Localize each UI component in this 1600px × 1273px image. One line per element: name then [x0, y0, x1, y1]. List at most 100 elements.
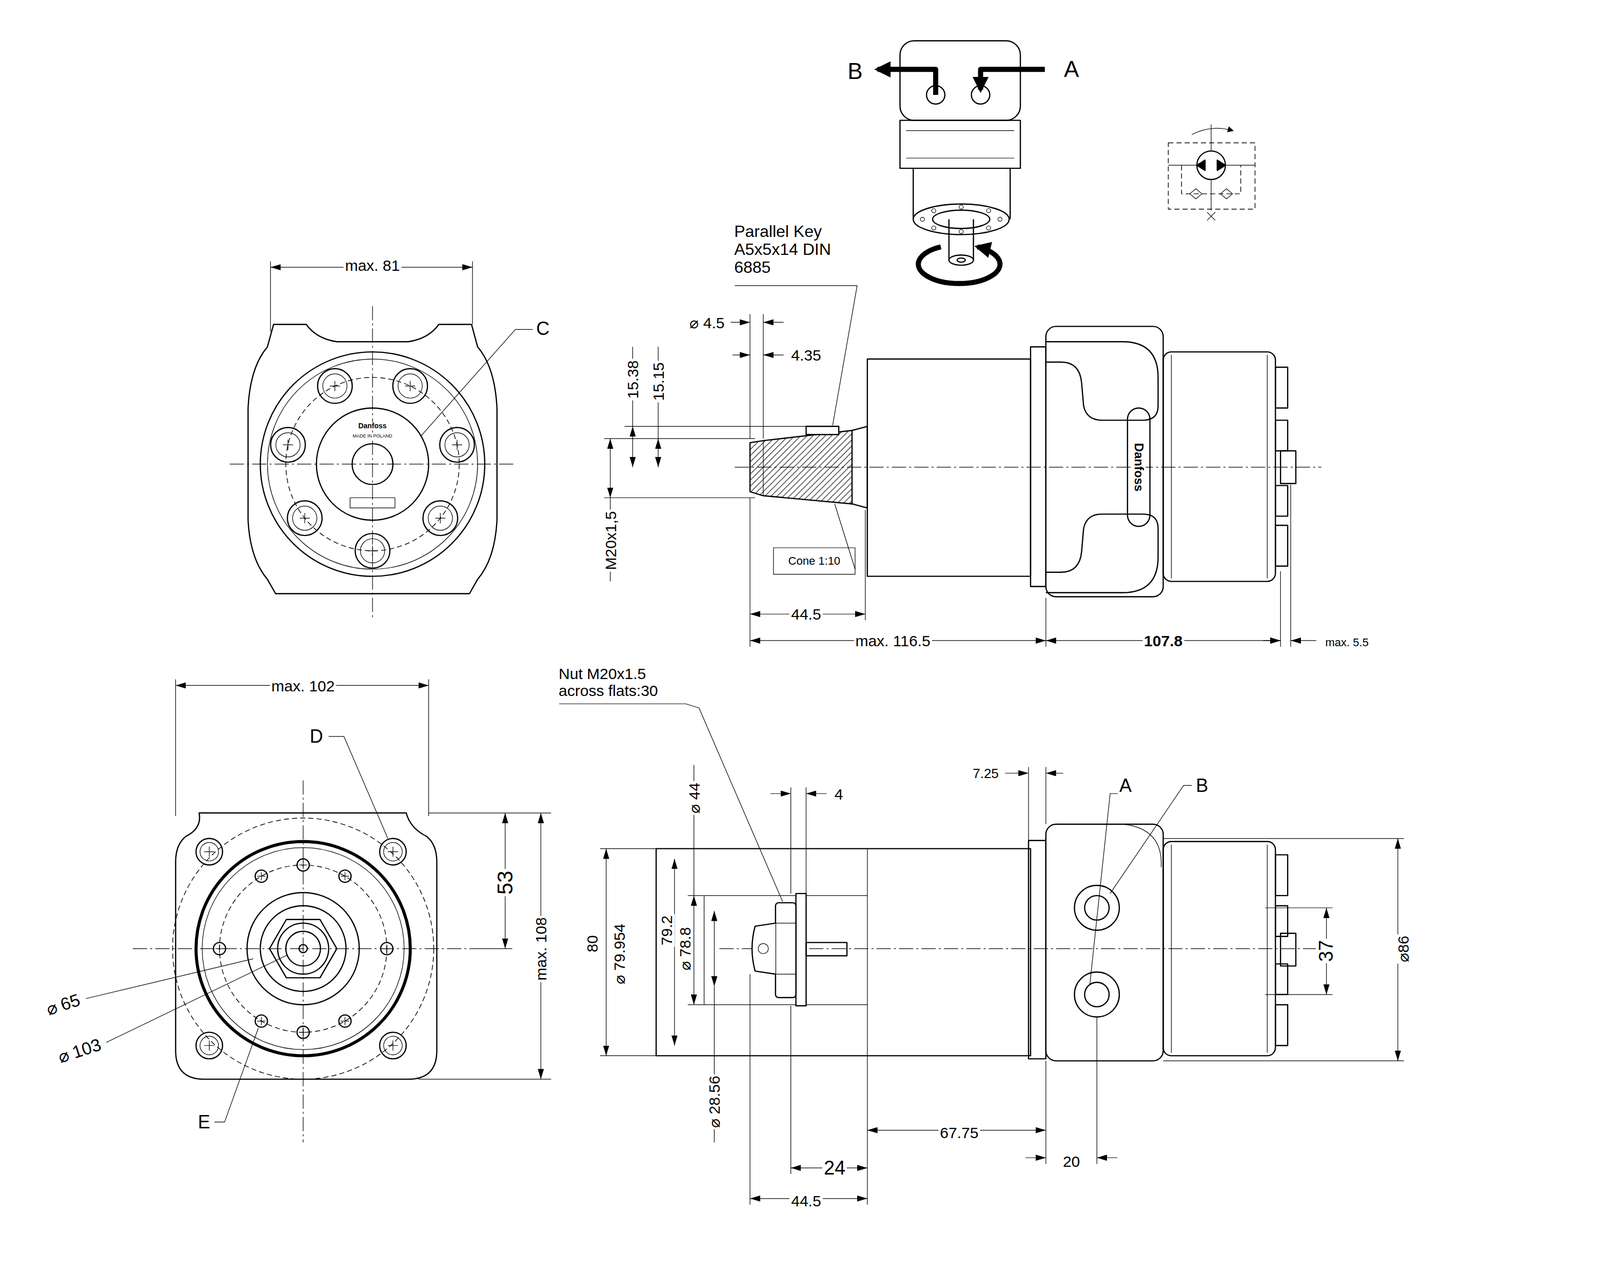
brand-logo: Danfoss: [356, 422, 388, 431]
bolt-head: [287, 500, 323, 536]
flange-hole: [341, 872, 350, 881]
dimension-line: [632, 426, 634, 468]
bolt-head: [317, 368, 353, 404]
side-view-bottom: [1122, 824, 1162, 868]
extension-line: [1045, 767, 1046, 825]
dimension: 37: [1315, 938, 1338, 964]
extension-line: [749, 314, 750, 440]
extension-line: [762, 314, 764, 440]
end-view: [229, 306, 533, 618]
flange-hole: [382, 944, 391, 954]
bolt-head: [383, 842, 403, 862]
iso-flange-hole: [986, 225, 991, 230]
motor-iso-view: [877, 69, 936, 95]
flange-hole: [215, 944, 224, 954]
bolt-head: [195, 838, 223, 866]
side-view-bottom: [1084, 982, 1110, 1007]
extension-line: [418, 1079, 552, 1080]
dimension: 4: [833, 785, 845, 803]
side-view-bottom: [752, 923, 776, 975]
extension-line: [600, 1055, 657, 1057]
bolt-head: [428, 506, 453, 531]
dimension-line: [1025, 1157, 1046, 1159]
extension-line: [864, 509, 866, 621]
bolt-head: [204, 846, 215, 858]
side-view-bottom: [719, 948, 1321, 950]
bolt-head: [270, 427, 306, 463]
dimension: ⌀ 4.5: [687, 313, 726, 331]
bolt-head: [423, 500, 459, 536]
nut-note: Nut M20x1.5 across flats:30: [557, 665, 687, 700]
hydraulic-motor-symbol: [1196, 160, 1226, 171]
side-view-top: [1280, 450, 1296, 484]
flange-hole: [257, 872, 266, 881]
side-view-top: [749, 430, 853, 504]
dimension-line: [605, 848, 607, 1057]
port-label: A: [1117, 775, 1134, 797]
side-view-bottom: [1074, 885, 1120, 931]
extension-line: [687, 895, 705, 897]
flange-hole: [254, 1015, 268, 1028]
extension-line: [600, 848, 657, 849]
dimension: max. 102: [269, 677, 337, 695]
motor-iso-view: [980, 69, 1045, 90]
bolt-head: [423, 500, 459, 536]
extension-line: [428, 679, 429, 817]
flange-view: [106, 955, 288, 1043]
bolt-head: [292, 506, 317, 531]
side-view-bottom: [1074, 972, 1120, 1018]
dimension-line: [1096, 1157, 1118, 1159]
flange-hole: [297, 1026, 310, 1039]
bolt-head: [200, 842, 219, 862]
dimension: ⌀ 103: [54, 1034, 106, 1068]
hydraulic-motor-symbol: [1168, 124, 1255, 221]
bolt-head: [299, 512, 310, 524]
bolt-head: [387, 1040, 399, 1052]
brand-logo: Danfoss: [1132, 441, 1146, 494]
side-view-top: [852, 426, 868, 508]
side-view-bottom: [1163, 841, 1276, 1057]
bolt-head: [405, 381, 416, 392]
side-view-bottom: [1275, 905, 1288, 937]
dimension: ⌀ 28.56: [705, 1074, 723, 1130]
side-view-bottom: [559, 703, 783, 902]
dimension-line: [805, 793, 827, 795]
bolt-head: [329, 381, 341, 392]
iso-flange-hole: [959, 205, 964, 210]
side-view-bottom: [775, 902, 797, 998]
side-view-top: [1275, 525, 1288, 567]
bolt-head: [444, 432, 469, 458]
motor-iso-view: [918, 246, 1000, 284]
dimension-line: [609, 438, 611, 498]
flange-view: [85, 736, 480, 1143]
flange-hole: [339, 870, 352, 883]
iso-flange-hole: [997, 217, 1002, 222]
side-view-top: [1171, 354, 1268, 579]
hydraulic-motor-symbol: [1196, 150, 1226, 180]
side-view-bottom: [559, 703, 1322, 1061]
hydraulic-motor-symbol: [1168, 142, 1255, 209]
side-view-top: [773, 547, 856, 575]
dimension: 107.8: [1142, 632, 1184, 650]
bolt-head: [367, 545, 378, 557]
dimension-line: [1045, 773, 1064, 774]
dimension-line: [730, 322, 750, 323]
dimension: 4.35: [789, 346, 823, 364]
side-view-bottom: [866, 848, 868, 1057]
bolt-head: [379, 838, 407, 866]
motor-iso-view: [932, 210, 990, 229]
iso-flange-hole: [931, 208, 936, 213]
flange-view: [328, 736, 388, 839]
side-view-top: [762, 440, 764, 496]
side-view-top: [734, 285, 858, 426]
side-view-bottom: [656, 848, 1031, 1057]
extension-line: [1280, 571, 1281, 647]
dimension: 7.25: [971, 765, 1001, 781]
dimension-line: [674, 859, 675, 1046]
bolt-head: [195, 1032, 223, 1060]
dimension: 44.5: [789, 1192, 823, 1210]
bolt-head: [379, 1032, 407, 1060]
side-view-bottom: [796, 893, 807, 1006]
side-view-top: [1045, 326, 1164, 597]
